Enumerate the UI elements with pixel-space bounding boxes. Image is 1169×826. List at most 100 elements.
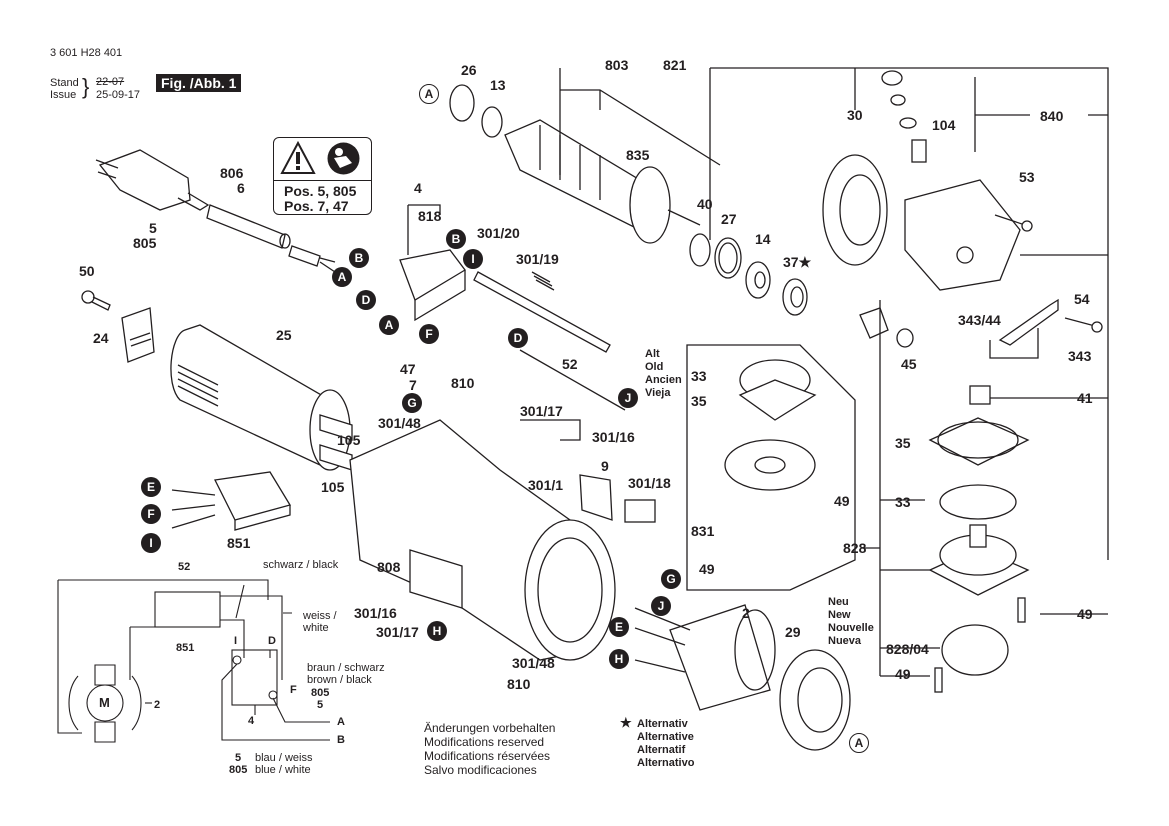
part-label[interactable]: 54 — [1074, 291, 1090, 307]
part-label[interactable]: 13 — [490, 77, 506, 93]
part-label[interactable]: 49 — [699, 561, 715, 577]
part-label[interactable]: 301/20 — [477, 225, 520, 241]
part-label[interactable]: 29 — [785, 624, 801, 640]
part-label[interactable]: 835 — [626, 147, 650, 163]
part-label[interactable]: 301/19 — [516, 251, 559, 267]
part-label[interactable]: 52 — [562, 356, 578, 372]
part-label[interactable]: 14 — [755, 231, 771, 247]
part-label[interactable]: 831 — [691, 523, 715, 539]
part-label[interactable]: 37★ — [783, 254, 812, 270]
connector-f-marker[interactable]: F — [141, 504, 161, 524]
o-ring-33 — [939, 484, 1017, 520]
connector-b-marker[interactable]: B — [349, 248, 369, 268]
part-label[interactable]: 105 — [321, 479, 345, 495]
part-label[interactable]: 301/48 — [512, 655, 555, 671]
connector-h-marker[interactable]: H — [609, 649, 629, 669]
part-label[interactable]: 343/44 — [958, 312, 1001, 328]
part-label[interactable]: 810 — [451, 375, 475, 391]
connector-a-marker[interactable]: A — [849, 733, 869, 753]
part-label[interactable]: 301/18 — [628, 475, 671, 491]
o-ring-828-04 — [941, 624, 1009, 676]
part-label[interactable]: 818 — [418, 208, 442, 224]
connector-f-marker[interactable]: F — [419, 324, 439, 344]
terminal-b: B — [337, 734, 345, 746]
part-label[interactable]: 301/48 — [378, 415, 421, 431]
part-label[interactable]: 35 — [691, 393, 707, 409]
part-label[interactable]: 301/17 — [376, 624, 419, 640]
part-label[interactable]: 9 — [601, 458, 609, 474]
alternative-note-es: Alternativo — [637, 757, 695, 769]
connector-i-marker[interactable]: I — [463, 249, 483, 269]
connector-g-marker[interactable]: G — [661, 569, 681, 589]
modifications-note-fr: Modifications réservées — [424, 749, 551, 763]
spring-301-19 — [531, 271, 555, 291]
safety-warning-box: Pos. 5, 805 Pos. 7, 47 — [273, 137, 372, 215]
label-9 — [579, 474, 613, 521]
part-label[interactable]: 343 — [1068, 348, 1092, 364]
part-label[interactable]: 821 — [663, 57, 687, 73]
part-label[interactable]: 49 — [895, 666, 911, 682]
wire-color-white-2: white — [303, 622, 329, 634]
part-label[interactable]: 26 — [461, 62, 477, 78]
part-label[interactable]: 301/16 — [592, 429, 635, 445]
part-label[interactable]: 828 — [843, 540, 867, 556]
part-label[interactable]: 301/17 — [520, 403, 563, 419]
connector-e-marker[interactable]: E — [609, 617, 629, 637]
connector-h-marker[interactable]: H — [427, 621, 447, 641]
part-label[interactable]: 53 — [1019, 169, 1035, 185]
part-label[interactable]: 806 — [220, 165, 244, 181]
connector-e-marker[interactable]: E — [141, 477, 161, 497]
part-label[interactable]: 301/1 — [528, 477, 564, 493]
part-label[interactable]: 35 — [895, 435, 911, 451]
connector-d-marker[interactable]: D — [356, 290, 376, 310]
pinion — [859, 307, 889, 339]
part-label[interactable]: 840 — [1040, 108, 1064, 124]
connector-a-marker[interactable]: A — [419, 84, 439, 104]
part-label[interactable]: 40 — [697, 196, 713, 212]
part-label[interactable]: 49 — [834, 493, 850, 509]
part-label[interactable]: 808 — [377, 559, 401, 575]
part-label[interactable]: 30 — [847, 107, 863, 123]
connector-a-marker[interactable]: A — [379, 315, 399, 335]
screw-53 — [994, 214, 1033, 232]
part-label[interactable]: 301/16 — [354, 605, 397, 621]
connector-i-marker[interactable]: I — [141, 533, 161, 553]
connector-b-marker[interactable]: B — [446, 229, 466, 249]
connector-a-marker[interactable]: A — [332, 267, 352, 287]
part-label[interactable]: 27 — [721, 211, 737, 227]
connector-d-marker[interactable]: D — [508, 328, 528, 348]
connector-j-marker[interactable]: J — [618, 388, 638, 408]
part-label[interactable]: 47 — [400, 361, 416, 377]
alternative-note-fr: Alternatif — [637, 744, 686, 756]
part-label[interactable]: 105 — [337, 432, 361, 448]
connector-j-marker[interactable]: J — [651, 596, 671, 616]
variant-new-de: Neu — [828, 596, 849, 608]
part-label[interactable]: 5 — [149, 220, 157, 236]
part-label[interactable]: 49 — [1077, 606, 1093, 622]
part-label[interactable]: 41 — [1077, 390, 1093, 406]
part-label[interactable]: 803 — [605, 57, 629, 73]
wire-52 — [519, 349, 626, 411]
wire-color-brown-1: braun / schwarz — [307, 662, 385, 674]
part-label[interactable]: 50 — [79, 263, 95, 279]
part-label[interactable]: 24 — [93, 330, 109, 346]
part-label[interactable]: 851 — [227, 535, 251, 551]
part-label[interactable]: 45 — [901, 356, 917, 372]
part-label[interactable]: 805 — [133, 235, 157, 251]
terminal-b-part-805: 805 — [229, 764, 248, 776]
part-label[interactable]: 7 — [409, 377, 417, 393]
part-label[interactable]: 33 — [895, 494, 911, 510]
connector-g-marker[interactable]: G — [402, 393, 422, 413]
cable-sleeve — [206, 204, 336, 273]
part-label[interactable]: 104 — [932, 117, 956, 133]
part-label[interactable]: 6 — [237, 180, 245, 196]
part-label[interactable]: 4 — [414, 180, 422, 196]
part-label[interactable]: 810 — [507, 676, 531, 692]
part-label[interactable]: 2 — [742, 605, 750, 621]
terminal-a-part-5: 5 — [317, 699, 324, 711]
part-label[interactable]: 828/04 — [886, 641, 929, 657]
switch-terminal-i: I — [234, 635, 238, 647]
part-label[interactable]: 25 — [276, 327, 292, 343]
part-label[interactable]: 33 — [691, 368, 707, 384]
